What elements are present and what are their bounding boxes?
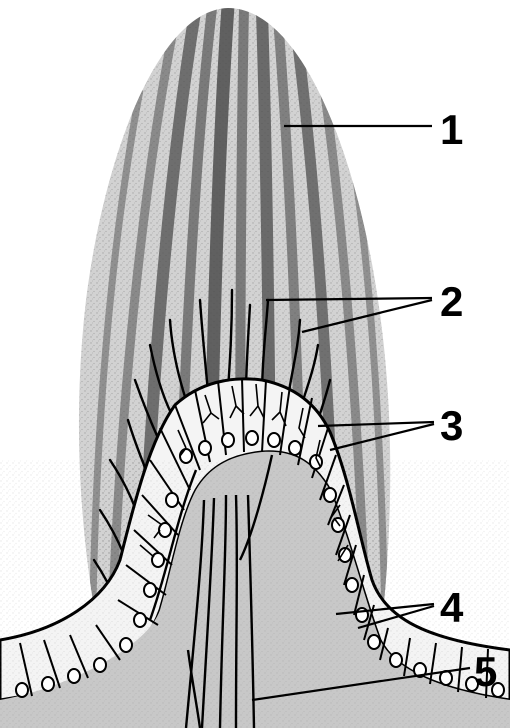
label-2: 2 xyxy=(440,278,463,325)
label-5: 5 xyxy=(474,648,497,695)
label-1: 1 xyxy=(440,106,463,153)
epithelium xyxy=(0,378,510,728)
label-3: 3 xyxy=(440,402,463,449)
label-4: 4 xyxy=(440,584,464,631)
